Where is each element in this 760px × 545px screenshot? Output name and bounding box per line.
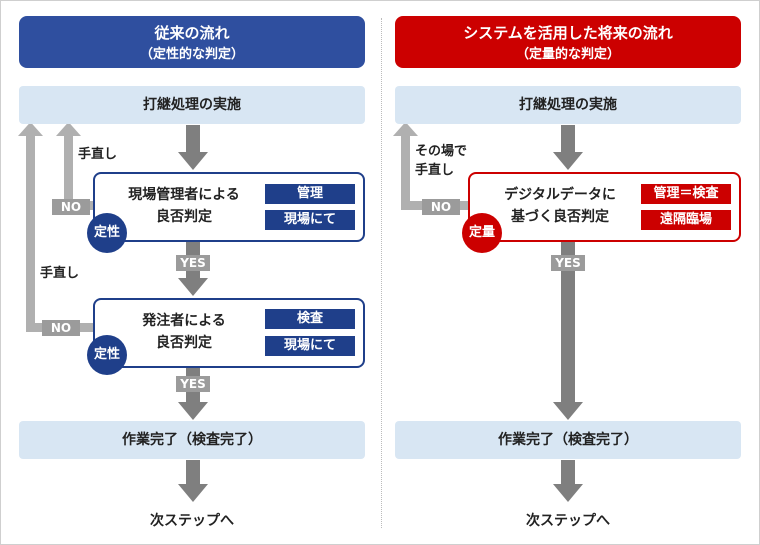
right-header-subtitle: （定量的な判定） bbox=[515, 47, 620, 62]
left-next-step: 次ステップへ bbox=[150, 513, 234, 529]
right-check-no-label: NO bbox=[422, 199, 460, 215]
left-start-step: 打継処理の実施 bbox=[19, 86, 365, 124]
left-check1-line1: 現場管理者による bbox=[128, 187, 240, 203]
left-check1-badge: 定性 bbox=[87, 213, 127, 253]
arrow-right-check-to-end-shaft bbox=[561, 241, 575, 401]
left-check2-tag-onsite: 現場にて bbox=[265, 336, 355, 356]
left-check2-line1: 発注者による bbox=[142, 313, 226, 329]
left-check1-no-label: NO bbox=[52, 199, 90, 215]
arrow-right-end-to-next bbox=[553, 460, 583, 502]
arrow-right-start-to-check bbox=[553, 125, 583, 170]
right-check-line1: デジタルデータに bbox=[504, 187, 616, 203]
right-check-line2: 基づく良否判定 bbox=[511, 209, 609, 225]
right-check-tag-remote: 遠隔臨場 bbox=[641, 210, 731, 230]
right-main-arrows bbox=[553, 125, 583, 502]
right-check-tag-manage-inspect: 管理＝検査 bbox=[641, 184, 731, 204]
left-check1-retry-label: 手直し bbox=[78, 147, 118, 162]
left-check2-retry-label: 手直し bbox=[40, 266, 80, 281]
left-header: 従来の流れ （定性的な判定） bbox=[19, 16, 365, 68]
right-header-title: システムを活用した将来の流れ bbox=[463, 24, 673, 42]
left-header-title: 従来の流れ bbox=[154, 24, 230, 42]
left-check2-text: 発注者による 良否判定 bbox=[108, 310, 260, 354]
left-check2-tag-inspect: 検査 bbox=[265, 309, 355, 329]
right-yes-label: YES bbox=[551, 255, 585, 271]
arrow-yes-to-end bbox=[178, 398, 208, 420]
right-end-step: 作業完了（検査完了） bbox=[395, 421, 741, 459]
right-check-card bbox=[468, 172, 741, 242]
right-check-retry-line1: その場で bbox=[415, 144, 468, 159]
left-check2-card bbox=[93, 298, 365, 368]
left-yes1-label: YES bbox=[176, 255, 210, 271]
right-start-step: 打継処理の実施 bbox=[395, 86, 741, 124]
right-check-badge: 定量 bbox=[462, 213, 502, 253]
left-check1-line2: 良否判定 bbox=[156, 209, 212, 225]
right-check-retry-label: その場で 手直し bbox=[415, 142, 467, 180]
left-end-step: 作業完了（検査完了） bbox=[19, 421, 365, 459]
left-yes2-label: YES bbox=[176, 376, 210, 392]
arrow-start-to-check1 bbox=[178, 125, 208, 170]
left-check1-tag-onsite: 現場にて bbox=[265, 210, 355, 230]
left-header-subtitle: （定性的な判定） bbox=[139, 47, 244, 62]
left-check1-text: 現場管理者による 良否判定 bbox=[108, 184, 260, 228]
left-check1-tag-manage: 管理 bbox=[265, 184, 355, 204]
left-check2-line2: 良否判定 bbox=[156, 335, 212, 351]
right-check-retry-line2: 手直し bbox=[415, 163, 455, 178]
column-divider bbox=[381, 18, 382, 528]
arrow-right-to-end bbox=[553, 400, 583, 420]
right-check-text: デジタルデータに 基づく良否判定 bbox=[484, 184, 636, 228]
left-check1-card bbox=[93, 172, 365, 242]
arrow-end-to-next bbox=[178, 460, 208, 502]
left-check2-badge: 定性 bbox=[87, 335, 127, 375]
left-check2-no-label: NO bbox=[42, 320, 80, 336]
right-next-step: 次ステップへ bbox=[526, 513, 610, 529]
right-header: システムを活用した将来の流れ （定量的な判定） bbox=[395, 16, 741, 68]
arrow-yes-to-check2 bbox=[178, 276, 208, 296]
